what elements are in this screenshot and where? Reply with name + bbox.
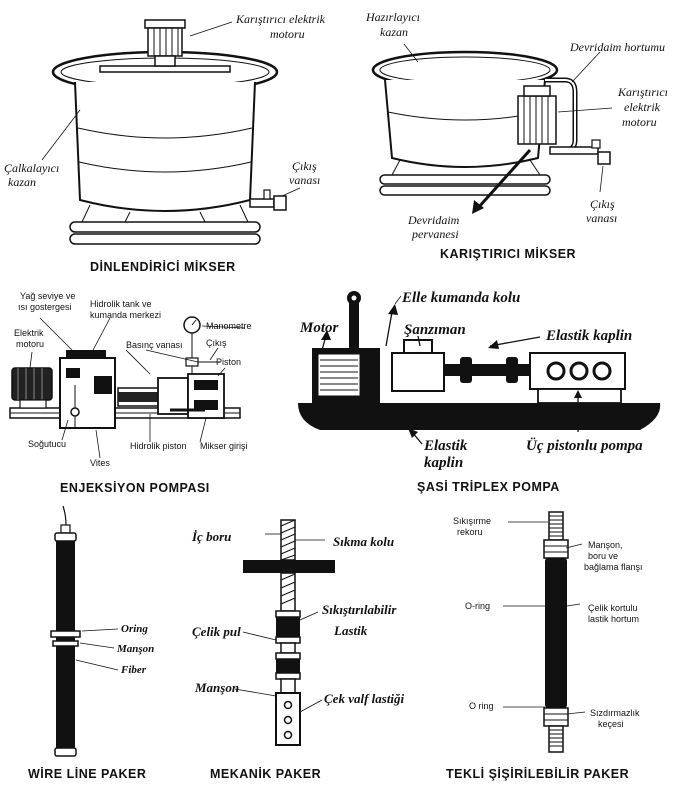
label-mikser-girisi: Mikser girişi	[200, 441, 248, 451]
label-hortum: Devridaim hortumu	[569, 40, 665, 54]
label-vites: Vites	[90, 458, 110, 468]
label-kazan-line1: Çalkalayıcı	[4, 161, 59, 175]
label-kazan-line2: kazan	[8, 175, 36, 189]
label-manson-line1: Manşon,	[588, 540, 623, 550]
label-yag-line1: Yağ seviye ve	[20, 291, 75, 301]
leader-hazirlayici	[403, 43, 419, 63]
label-motor2-line3: motoru	[622, 115, 657, 129]
label-oring-1: O-ring	[465, 601, 490, 611]
label-keci-line2: keçesi	[598, 719, 624, 729]
triplex-pump-drawing	[298, 291, 661, 430]
label-lastik-line2: Lastik	[333, 623, 368, 638]
label-manson-line2: boru ve	[588, 551, 618, 561]
label-oring: Oring	[121, 623, 148, 635]
label-hazirlayici-line2: kazan	[380, 25, 408, 39]
label-elastik-kaplin2-line2: kaplin	[424, 455, 463, 471]
label-fiber: Fiber	[120, 664, 147, 676]
leader-motor2	[557, 107, 613, 113]
enjeksiyon-pump-drawing	[9, 316, 241, 429]
label-ic-boru: İç boru	[191, 529, 231, 544]
caption-dinlendirici: DİNLENDİRİCİ MİKSER	[90, 259, 236, 274]
caption-wireline: WİRE LİNE PAKER	[28, 766, 146, 781]
caption-karistirici: KARIŞTIRICI MİKSER	[440, 246, 576, 261]
label-celik-pul: Çelik pul	[192, 624, 241, 639]
caption-mekanik: MEKANİK PAKER	[210, 766, 321, 781]
label-keci-line1: Sızdırmazlık	[590, 708, 640, 718]
label-sogutucu: Soğutucu	[28, 439, 66, 449]
label-manson-wl: Manşon	[116, 643, 154, 655]
label-hazirlayici-line1: Hazırlayıcı	[365, 10, 420, 24]
panel-tekli-paker: Sıkışırme rekoru Manşon, boru ve bağlama…	[446, 511, 643, 781]
label-vana2-line2: vanası	[586, 211, 617, 225]
label-cikis: Çıkış	[206, 338, 227, 348]
dinlendirici-mixer-drawing	[51, 19, 287, 245]
label-sanziman: Şanzıman	[404, 322, 466, 338]
caption-enjeksiyon: ENJEKSİYON POMPASI	[60, 480, 210, 495]
label-celik-line1: Çelik kortulu	[588, 603, 638, 613]
label-vana-line2: vanası	[289, 173, 320, 187]
panel-mekanik-paker: İç boru Sıkma kolu Sıkıştırılabilir Last…	[191, 519, 405, 781]
leader-vana	[281, 187, 301, 197]
panel-dinlendirici-mikser: Karıştırıcı elektrik motoru Çalkalayıcı …	[4, 12, 326, 274]
leader-kazan	[41, 109, 81, 161]
label-tank-line1: Hidrolik tank ve	[90, 299, 152, 309]
caption-tekli: TEKLİ ŞİŞİRİLEBİLİR PAKER	[446, 766, 629, 781]
label-kumanda-kolu: Elle kumanda kolu	[401, 290, 520, 306]
label-yag-line2: ısı gostergesi	[18, 302, 72, 312]
label-vana2-line1: Çıkış	[590, 197, 615, 211]
label-elastik-kaplin: Elastik kaplin	[545, 328, 632, 344]
label-piston: Piston	[216, 357, 241, 367]
karistirici-mixer-drawing	[371, 50, 611, 214]
label-pervane-line1: Devridaim	[407, 213, 460, 227]
label-sikistirme-line2: rekoru	[457, 527, 483, 537]
panel-triplex-pompa: Elle kumanda kolu Motor Şanzıman Elastik…	[298, 290, 661, 494]
label-motor2-line2: elektrik	[624, 100, 661, 114]
leader-vana2	[599, 165, 604, 193]
label-motor-line2: motoru	[270, 27, 305, 41]
tekli-paker-drawing	[543, 511, 569, 753]
label-cek-valf: Çek valf lastiği	[324, 691, 405, 706]
label-basinc: Basınç vanası	[126, 340, 183, 350]
panel-enjeksiyon-pompasi: Yağ seviye ve ısı gostergesi Hidrolik ta…	[9, 291, 252, 495]
label-vana-line1: Çıkış	[292, 159, 317, 173]
mekanik-paker-drawing	[243, 519, 335, 746]
label-lastik-line1: Sıkıştırılabilir	[322, 602, 397, 617]
panel-karistirici-mikser: Hazırlayıcı kazan Devridaim hortumu Karı…	[365, 10, 668, 261]
panel-wire-line-paker: Oring Manşon Fiber WİRE LİNE PAKER	[28, 505, 154, 781]
label-celik-line2: lastik hortum	[588, 614, 639, 624]
label-elastik-kaplin2-line1: Elastik	[423, 438, 468, 454]
caption-triplex: ŞASİ TRİPLEX POMPA	[417, 479, 560, 494]
wire-line-paker-drawing	[50, 505, 81, 757]
leader-motor	[189, 21, 233, 37]
leader-hortum	[571, 51, 601, 83]
label-sikma-kolu: Sıkma kolu	[333, 534, 394, 549]
label-oring-2: O ring	[469, 701, 494, 711]
label-uc-pistonlu-pompa: Üç pistonlu pompa	[526, 437, 643, 454]
label-manometre: Manometre	[206, 321, 252, 331]
label-tank-line2: kumanda merkezi	[90, 310, 161, 320]
label-motor-line1: Karıştırıcı elektrik	[235, 12, 326, 26]
label-elektrik-line1: Elektrik	[14, 328, 44, 338]
label-manson-mk: Manşon	[194, 680, 239, 695]
label-motor2-line1: Karıştırıcı	[617, 85, 668, 99]
label-elektrik-line2: motoru	[16, 339, 44, 349]
label-manson-line3: bağlama flanşı	[584, 562, 643, 572]
label-sikistirme-line1: Sıkışırme	[453, 516, 491, 526]
label-pervane-line2: pervanesi	[411, 227, 459, 241]
label-hidrolik-piston: Hidrolik piston	[130, 441, 187, 451]
label-motor3: Motor	[299, 320, 339, 336]
